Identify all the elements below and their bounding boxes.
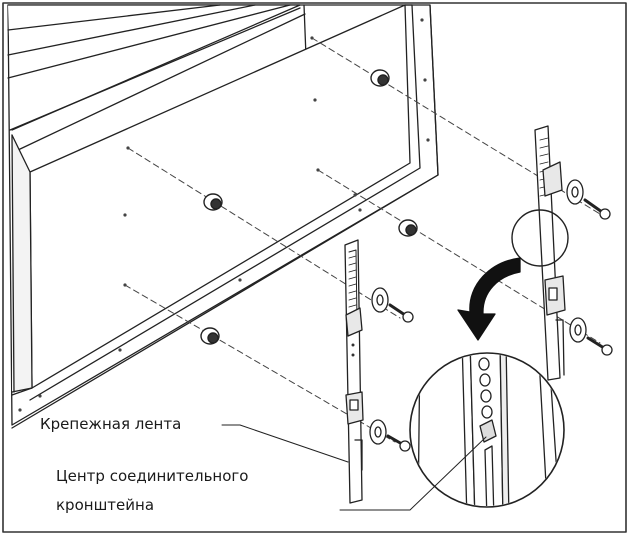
bracket-center-label-line1: Центр соединительного — [56, 467, 249, 485]
right-bracket-strap — [534, 125, 566, 381]
right-hardware — [566, 179, 613, 356]
washer-right-upper — [566, 179, 584, 205]
leader-lines — [221, 424, 487, 511]
left-bracket-strap — [344, 239, 364, 504]
left-hardware — [369, 287, 414, 452]
mounting-strap-label: Крепежная лента — [40, 415, 182, 433]
bracket-center-label-line2: кронштейна — [56, 496, 155, 514]
washer-left-lower — [369, 419, 387, 445]
spacers — [200, 69, 418, 345]
bracket-center-marker — [479, 419, 497, 443]
screw-right-upper — [583, 198, 611, 220]
strap-slots — [478, 357, 493, 419]
screw-left-upper — [388, 303, 414, 323]
spacer-4 — [200, 327, 220, 345]
spacer-3 — [398, 219, 418, 237]
strap-leader — [221, 424, 349, 463]
washer-left-upper — [371, 287, 389, 313]
screw-right-lower — [586, 336, 613, 356]
magnified-view — [409, 352, 565, 508]
tv-panel — [7, 4, 439, 429]
spacer-2 — [203, 193, 223, 211]
washer-right-lower — [569, 317, 587, 343]
curved-arrow — [457, 257, 521, 341]
center-leader — [339, 436, 487, 511]
spacer-1 — [370, 69, 390, 87]
zoom-source-circle — [511, 209, 569, 267]
screw-left-lower — [386, 434, 411, 452]
